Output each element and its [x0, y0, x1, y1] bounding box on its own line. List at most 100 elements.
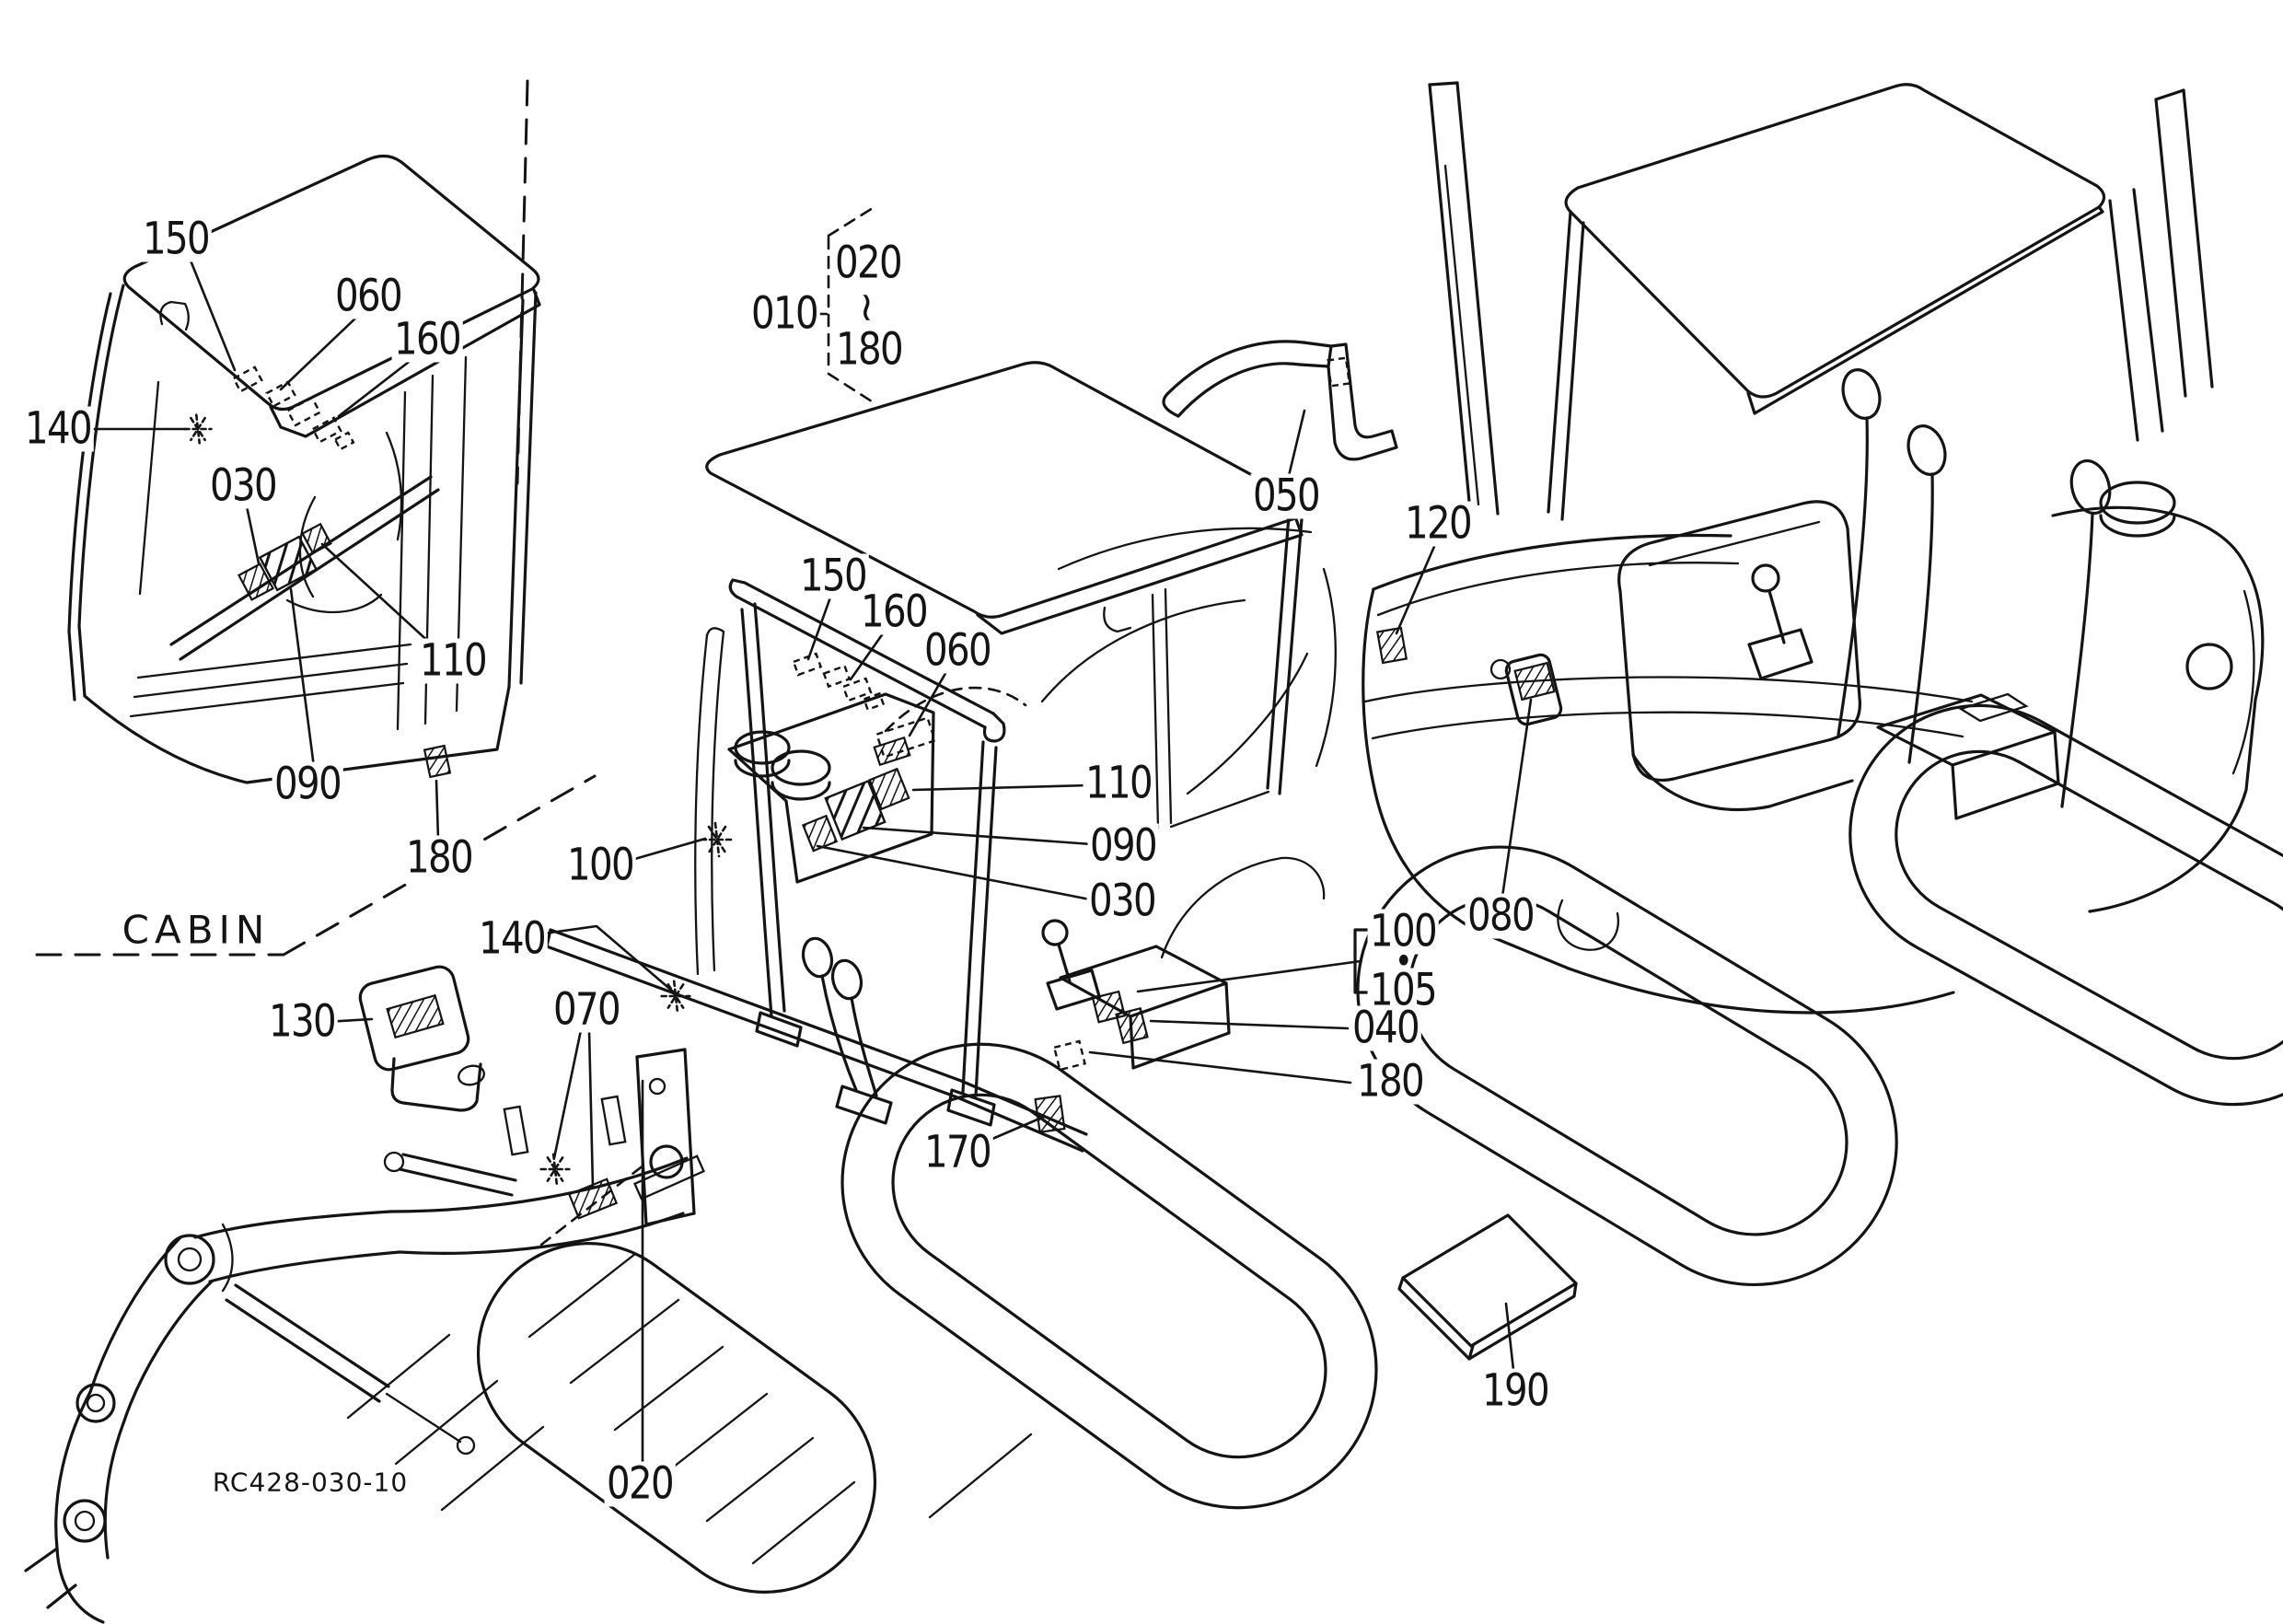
leader-line-5 — [322, 544, 433, 645]
leader-line-4 — [247, 506, 259, 563]
rear-machine-view — [1304, 83, 2283, 1338]
callout-mid-110: 110 — [1083, 760, 1154, 806]
callout-part-190: 190 — [1479, 1368, 1551, 1414]
leader-line-26 — [1151, 1021, 1348, 1028]
callout-mid-130: 130 — [266, 999, 338, 1045]
leader-line-11 — [1502, 700, 1531, 897]
decal-060-mid — [875, 737, 910, 765]
decal-090-cabin — [260, 537, 316, 590]
canopy-machine-view — [385, 363, 1431, 1624]
rear-body-hole — [1491, 660, 1510, 679]
leader-line-14 — [910, 670, 947, 736]
callout-rear-120: 120 — [1402, 501, 1474, 547]
decal-060-mid-outline — [876, 718, 934, 758]
decal-strip-c — [635, 1156, 704, 1200]
callout-cabin-180: 180 — [403, 835, 475, 881]
decal-120 — [1377, 628, 1407, 663]
callout-part-050: 050 — [1250, 473, 1322, 519]
callout-rear-080: 080 — [1465, 893, 1536, 939]
leader-line-19 — [544, 926, 673, 992]
callout-mid-070: 070 — [550, 987, 622, 1033]
decal-160-cabin-b — [335, 433, 353, 449]
leader-line-20 — [554, 1030, 581, 1158]
callout-mid-090: 090 — [1087, 823, 1159, 869]
callout-mid-180: 180 — [1354, 1059, 1426, 1105]
callout-mid-060: 060 — [921, 628, 993, 674]
leader-line-28 — [1506, 1304, 1513, 1370]
callout-mid-170: 170 — [921, 1130, 993, 1176]
decal-180-mid — [1054, 1041, 1084, 1070]
decal-090-mid — [826, 781, 885, 839]
leader-line-25 — [1138, 961, 1361, 992]
decal-strip-b — [602, 1096, 625, 1144]
callout-cabin-150: 150 — [140, 216, 212, 262]
boom-attachment — [26, 1212, 474, 1622]
callout-cabin-110: 110 — [417, 638, 489, 684]
leader-line-0 — [189, 256, 235, 370]
leader-line-18 — [632, 839, 705, 860]
decal-060-cabin-a — [267, 382, 295, 406]
leader-line-12 — [808, 595, 831, 659]
decal-strip-a — [504, 1107, 527, 1154]
callout-cabin-140: 140 — [22, 406, 94, 452]
callout-cabin-030: 030 — [207, 463, 279, 509]
callout-mid-160: 160 — [858, 589, 930, 635]
leader-line-27 — [1090, 1052, 1350, 1083]
leader-lines — [94, 256, 1531, 1462]
callout-mid-040: 040 — [1350, 1005, 1421, 1051]
leader-line-23 — [986, 1117, 1044, 1142]
decal-180-cabin — [424, 746, 450, 777]
plate-part-190 — [1399, 1215, 1576, 1359]
callout-mid-140: 140 — [476, 916, 548, 962]
decal-080 — [1515, 663, 1555, 700]
callout-group-010: 010 — [748, 291, 820, 337]
callout-cabin-160: 160 — [391, 317, 463, 363]
callout-mid-100: 100 — [564, 842, 636, 888]
callout-mid-030: 030 — [1086, 878, 1158, 924]
leader-line-1 — [281, 315, 359, 389]
leader-line-9 — [1288, 411, 1304, 480]
decal-060-cabin-b — [288, 398, 320, 425]
decal-140-cabin — [183, 413, 213, 445]
decal-160-mid-b — [843, 679, 871, 701]
leader-line-13 — [851, 630, 886, 679]
leader-line-7 — [436, 781, 438, 840]
callout-group-020: 020 — [832, 240, 904, 286]
decal-160-mid-c — [863, 693, 883, 709]
decal-130 — [388, 995, 444, 1038]
callout-mid-020: 020 — [604, 1461, 676, 1507]
leader-line-16 — [863, 828, 1092, 844]
decal-030-mid — [803, 816, 836, 851]
drawing-code: RC428-030-10 — [212, 1467, 409, 1498]
callout-pair-100: 100 — [1367, 909, 1439, 955]
callout-pair-105: 105 — [1367, 968, 1439, 1014]
bracket-part-130 — [357, 964, 486, 1110]
leader-line-21 — [589, 1030, 593, 1188]
cabin-boundary-dashed — [37, 81, 595, 955]
decal-100-mid — [700, 821, 735, 858]
callout-cabin-090: 090 — [272, 761, 343, 807]
decal-160-mid-a — [824, 666, 850, 686]
decal-050 — [1327, 358, 1350, 387]
range-bracket-dashed — [829, 208, 873, 401]
decal-160-cabin — [313, 418, 341, 442]
callout-mid-150: 150 — [797, 553, 869, 599]
callout-group-tilde: ~ — [843, 290, 891, 323]
callout-cabin-060: 060 — [332, 273, 404, 319]
cabin-view — [69, 156, 539, 783]
decal-170-mid — [1036, 1096, 1065, 1131]
hook-part-050 — [1164, 342, 1396, 459]
leader-line-2 — [339, 359, 412, 416]
leader-line-17 — [817, 846, 1090, 899]
ground-hatch-lines — [348, 1165, 1031, 1563]
decal-030-cabin — [238, 564, 272, 600]
decal-150-mid — [794, 654, 821, 675]
decal-040-mid — [1117, 1008, 1148, 1043]
cabin-area-label: CABIN — [122, 907, 271, 953]
callout-group-180: 180 — [833, 327, 905, 373]
decal-150-cabin — [234, 367, 261, 391]
decal-110-mid — [870, 769, 909, 809]
leader-line-15 — [913, 785, 1089, 790]
